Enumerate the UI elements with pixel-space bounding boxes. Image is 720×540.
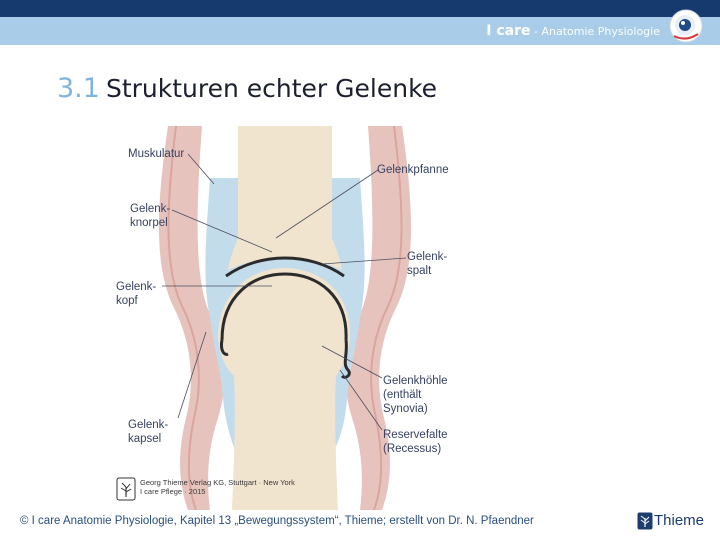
label-gelenkkapsel-line2: kapsel: [128, 433, 162, 445]
brand-sep: -: [530, 25, 542, 38]
label-gelenkhoehle: Gelenkhöhle (enthält Synovia): [383, 374, 448, 416]
brand-main: I care: [486, 23, 531, 39]
label-gelenkknorpel: Gelenk- knorpel: [130, 202, 170, 230]
leader-reservefalte: [339, 369, 383, 431]
publisher-line2: I care Pflege · 2015: [140, 487, 206, 496]
section-number: 3.1: [57, 73, 100, 104]
label-gelenkhoehle-line3: Synovia): [383, 403, 428, 415]
label-gelenkpfanne: Gelenkpfanne: [377, 164, 449, 176]
cartilage-lower: [220, 272, 348, 341]
brand-sub: Anatomie Physiologie: [541, 25, 660, 38]
muscle-left-stripe: [167, 125, 200, 510]
label-reservefalte: Reservefalte (Recessus): [383, 428, 448, 456]
thieme-tree-icon: [116, 477, 136, 501]
label-reservefalte-line1: Reservefalte: [383, 429, 448, 441]
lower-bone: [218, 268, 351, 510]
leader-gelenkpfanne: [275, 169, 379, 239]
publisher-text: Georg Thieme Verlag KG, Stuttgart · New …: [140, 478, 295, 496]
i-care-logo-icon: [669, 9, 703, 43]
recess-left: [220, 339, 229, 356]
label-gelenkkapsel: Gelenk- kapsel: [128, 418, 168, 446]
label-muskulatur: Muskulatur: [128, 148, 185, 160]
label-gelenkhoehle-line1: Gelenkhöhle: [383, 375, 448, 387]
leader-gelenkknorpel: [171, 209, 273, 253]
section-title: Strukturen echter Gelenke: [105, 74, 438, 103]
muscle-right-stripe: [370, 125, 403, 510]
label-gelenkkapsel-line1: Gelenk-: [128, 419, 169, 431]
footer-copyright: © I care Anatomie Physiologie, Kapitel 1…: [20, 515, 534, 527]
joint-diagram: [158, 125, 412, 510]
label-gelenkknorpel-line2: knorpel: [130, 217, 168, 229]
thieme-logo-icon: [637, 512, 653, 530]
publisher-credit: Georg Thieme Verlag KG, Stuttgart · New …: [116, 475, 296, 505]
leader-gelenkhoehle: [321, 345, 383, 379]
label-gelenkkopf-line2: kopf: [116, 295, 138, 307]
label-gelenkkopf: Gelenk- kopf: [116, 280, 156, 308]
label-gelenkspalt-line1: Gelenk-: [407, 251, 448, 263]
leader-muskulatur: [187, 153, 215, 185]
leader-gelenkkapsel: [177, 331, 207, 419]
label-gelenkspalt-line2: spalt: [407, 265, 432, 277]
label-gelenkknorpel-line1: Gelenk-: [130, 203, 171, 215]
leader-gelenkspalt: [321, 257, 407, 265]
label-reservefalte-line2: (Recessus): [383, 443, 442, 455]
publisher-line1: Georg Thieme Verlag KG, Stuttgart · New …: [140, 478, 295, 487]
upper-bone: [228, 126, 342, 270]
label-gelenkkopf-line1: Gelenk-: [116, 281, 157, 293]
cartilage-upper: [225, 256, 345, 278]
muscle-left: [158, 126, 225, 510]
muscle-right: [345, 126, 412, 510]
top-strip: [0, 0, 720, 17]
recess-right: [340, 339, 351, 379]
brand-title: I care - Anatomie Physiologie: [486, 23, 660, 39]
label-gelenkhoehle-line2: (enthält: [383, 389, 422, 401]
label-gelenkspalt: Gelenk- spalt: [407, 250, 447, 278]
thieme-logo-text: Thieme: [654, 512, 705, 529]
header-banner: [0, 17, 720, 45]
